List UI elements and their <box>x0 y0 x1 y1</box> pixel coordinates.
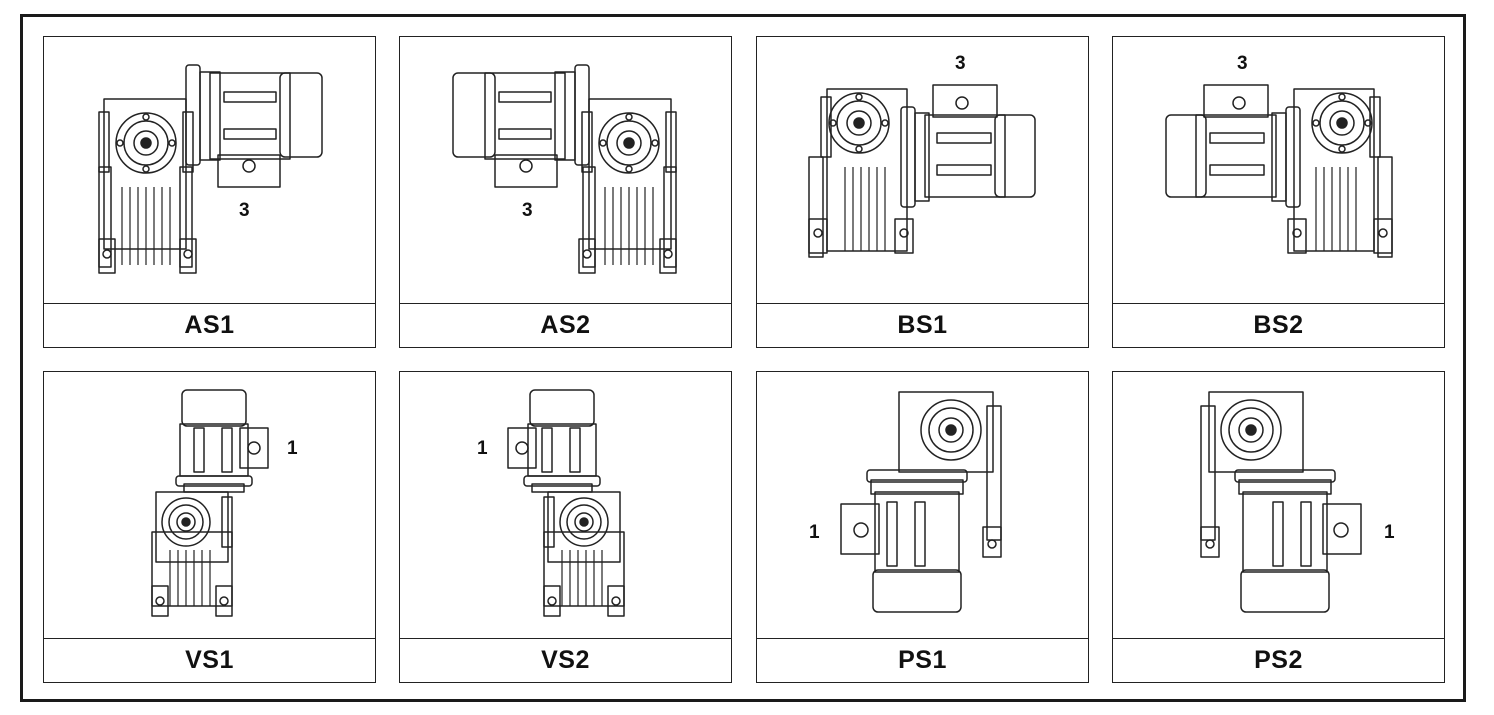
cell-as2: 3 AS2 <box>399 36 732 348</box>
cell-vs1: 1 VS1 <box>43 371 376 683</box>
cell-vs2: 1 VS2 <box>399 371 732 683</box>
label-vs2: VS2 <box>541 646 590 674</box>
label-bs1: BS1 <box>897 311 948 339</box>
marker-bs1: 3 <box>955 53 966 74</box>
marker-ps2: 1 <box>1384 522 1395 543</box>
cell-bs1: 3 BS1 <box>756 36 1089 348</box>
diagram-bs2 <box>1113 37 1444 304</box>
marker-ps1: 1 <box>809 522 820 543</box>
label-vs1: VS1 <box>185 646 234 674</box>
label-ps2: PS2 <box>1254 646 1303 674</box>
diagram-as1 <box>44 37 375 304</box>
marker-as1: 3 <box>239 200 250 221</box>
cell-bs2: 3 BS2 <box>1112 36 1445 348</box>
diagram-frame <box>20 14 1466 702</box>
marker-vs1: 1 <box>287 438 298 459</box>
cell-ps2: 1 PS2 <box>1112 371 1445 683</box>
diagram-bs1 <box>757 37 1088 304</box>
diagram-vs2 <box>400 372 731 639</box>
marker-as2: 3 <box>522 200 533 221</box>
label-bs2: BS2 <box>1253 311 1304 339</box>
label-ps1: PS1 <box>898 646 947 674</box>
diagram-vs1 <box>44 372 375 639</box>
diagram-ps2 <box>1113 372 1444 639</box>
label-as1: AS1 <box>184 311 235 339</box>
cell-ps1: 1 PS1 <box>756 371 1089 683</box>
diagram-as2 <box>400 37 731 304</box>
marker-bs2: 3 <box>1237 53 1248 74</box>
label-as2: AS2 <box>540 311 591 339</box>
cell-as1: 3 AS1 <box>43 36 376 348</box>
diagram-ps1 <box>757 372 1088 639</box>
marker-vs2: 1 <box>477 438 488 459</box>
